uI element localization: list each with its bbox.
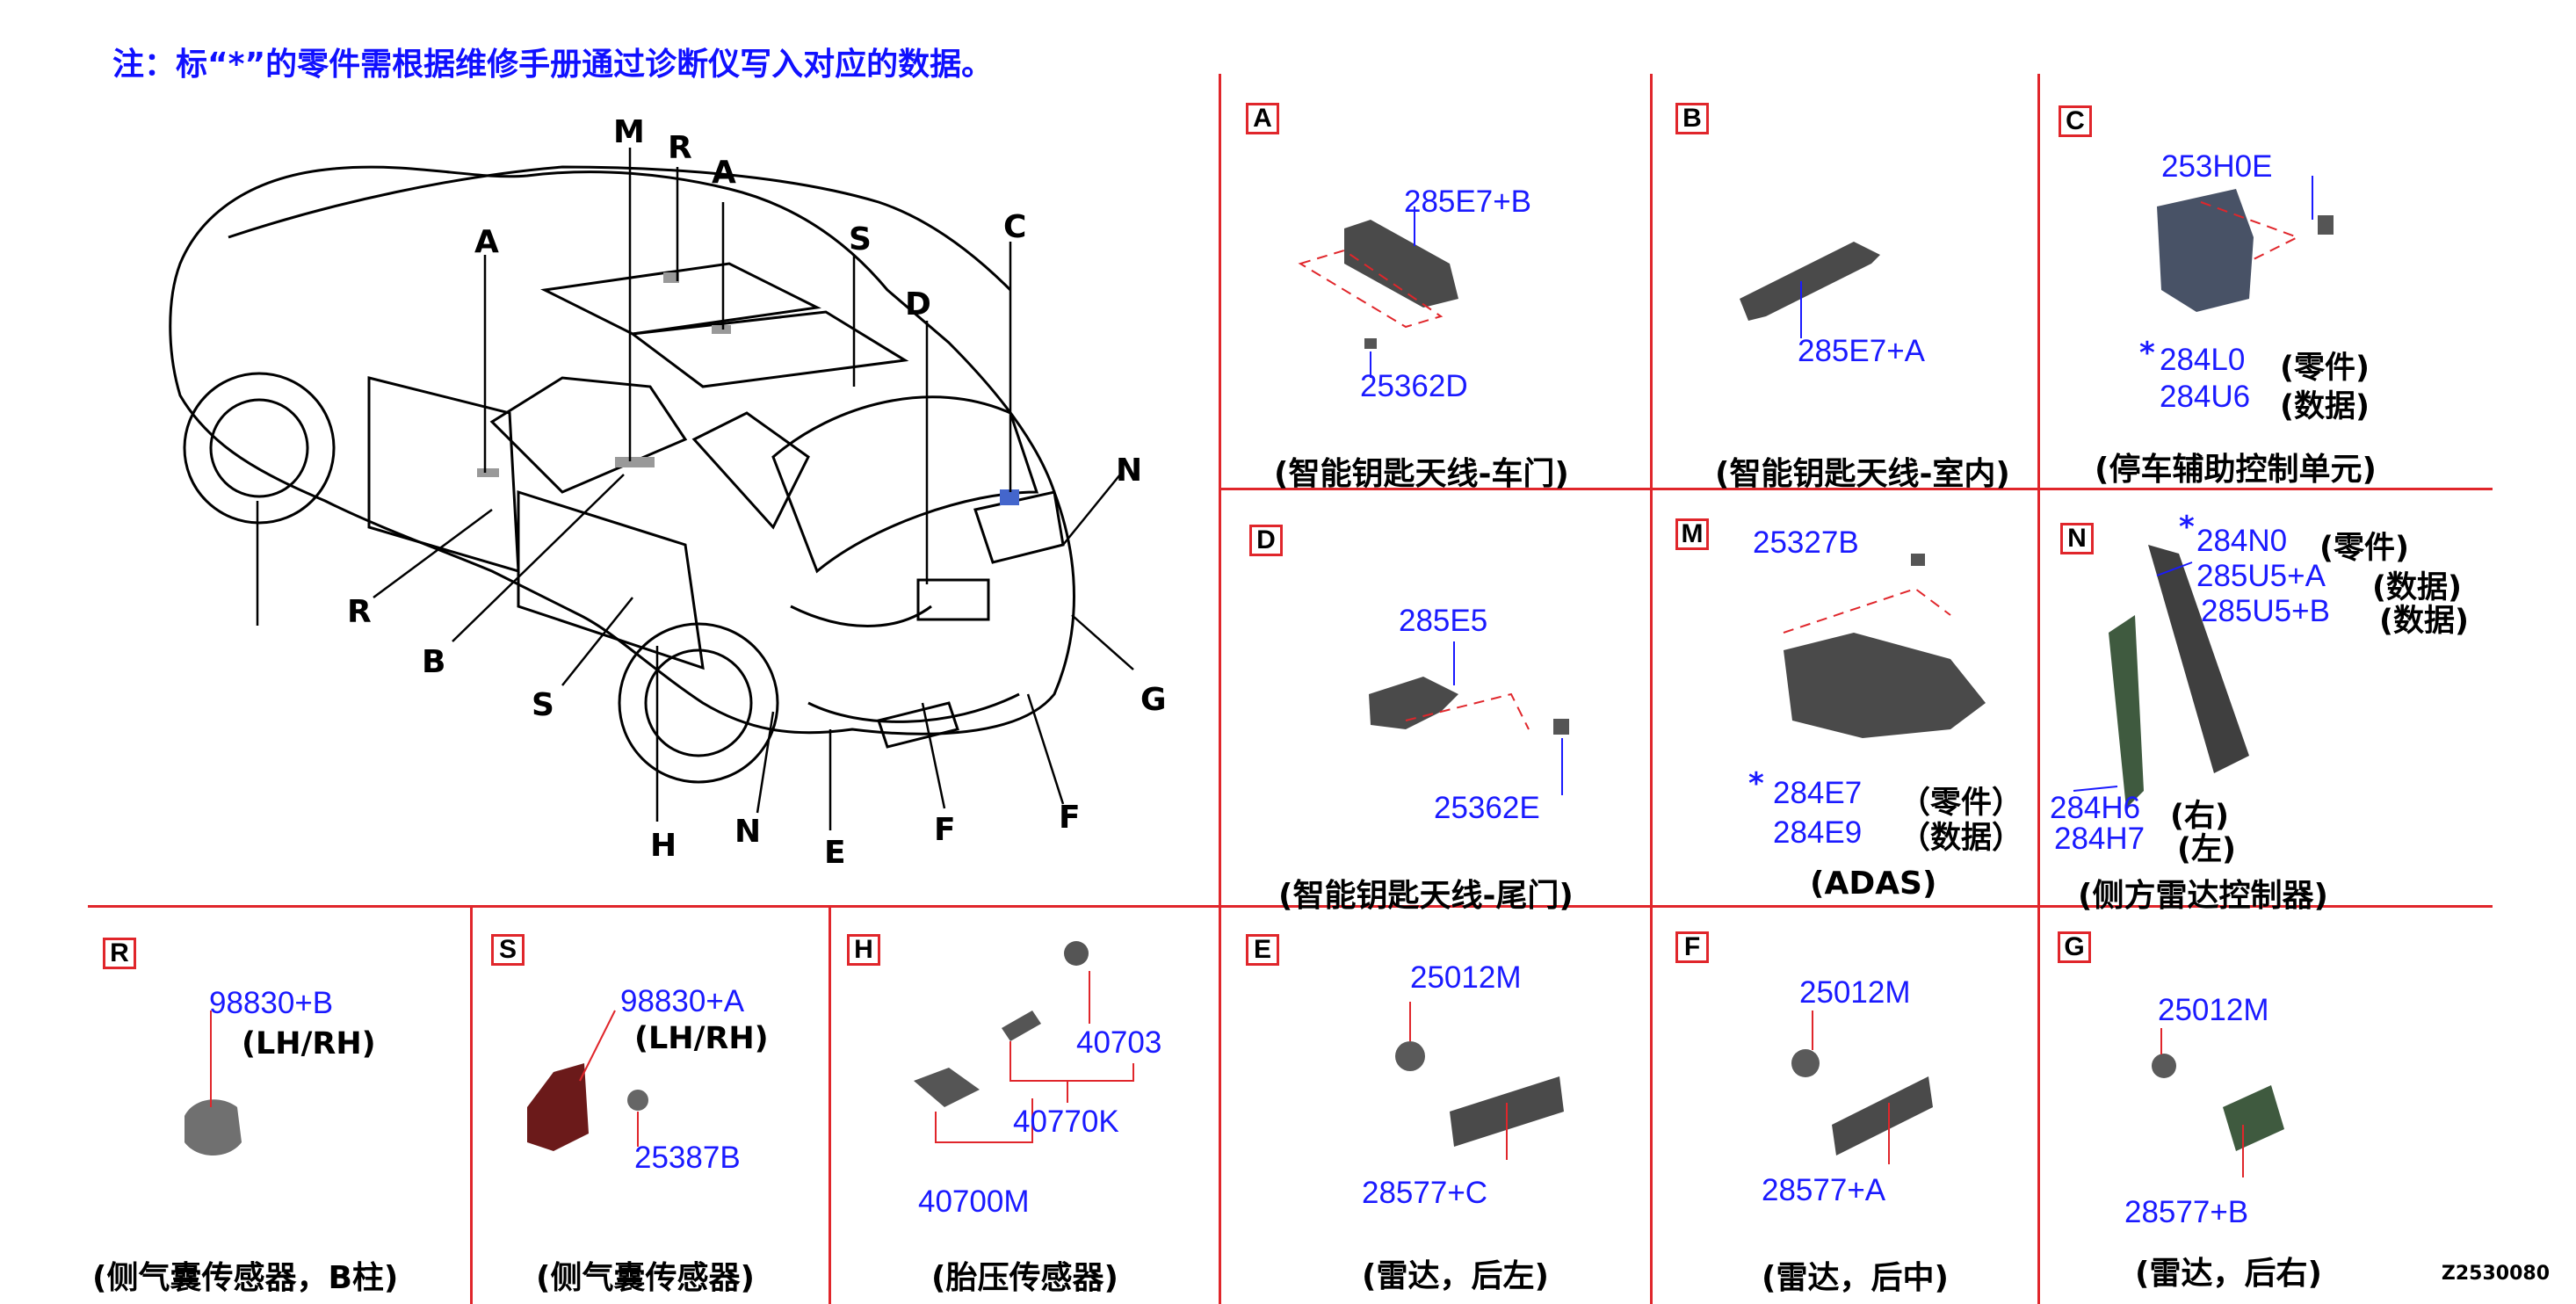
panel-h-caption: (胎压传感器) <box>931 1260 1118 1296</box>
grid-hline-1 <box>1219 488 2493 490</box>
panel-r-caption: (侧气囊传感器，B柱) <box>92 1260 399 1296</box>
car-label-h: H <box>650 828 677 864</box>
panel-d-tag: D <box>1249 525 1283 556</box>
panel-s-caption: (侧气囊传感器) <box>536 1260 755 1296</box>
panel-n-tag: N <box>2060 523 2094 554</box>
panel-r-side: (LH/RH) <box>242 1026 376 1061</box>
panel-n-label-5: (左) <box>2177 832 2236 867</box>
car-label-f: F <box>934 812 956 848</box>
car-label-r-top: R <box>668 130 692 166</box>
panel-f-part-2: 28577+A <box>1762 1173 1886 1207</box>
car-label-g: G <box>1140 682 1167 718</box>
panel-b-caption: (智能钥匙天线-室内) <box>1715 456 2010 492</box>
panel-s-tag: S <box>491 934 525 966</box>
grid-vline-3 <box>2037 74 2040 1304</box>
panel-d-caption: (智能钥匙天线-尾门) <box>1278 878 1574 914</box>
panel-e-part-2: 28577+C <box>1362 1176 1488 1210</box>
grid-hline-2 <box>88 905 2493 908</box>
grid-vline-1 <box>1219 74 1221 1304</box>
panel-r-tag: R <box>103 938 136 969</box>
panel-c-part-3: 284U6 <box>2160 380 2251 414</box>
panel-a-part-2: 25362D <box>1360 369 1468 403</box>
panel-d-part-1: 285E5 <box>1399 604 1488 638</box>
grid-vline-bottom-1 <box>470 905 473 1304</box>
panel-f-tag: F <box>1675 931 1709 963</box>
grid-vline-bottom-2 <box>829 905 831 1304</box>
panel-c-label-1: (零件) <box>2280 351 2370 386</box>
service-note: 注：标“*”的零件需根据维修手册通过诊断仪写入对应的数据。 <box>112 47 994 83</box>
panel-f-caption: (雷达，后中) <box>1762 1260 1949 1296</box>
car-label-d: D <box>905 286 931 322</box>
panel-m-part-2: 284E7 <box>1773 776 1863 810</box>
grid-vline-bottom-3 <box>1650 905 1653 1304</box>
panel-c-part-1: 253H0E <box>2161 149 2273 184</box>
car-label-m: M <box>613 114 645 150</box>
car-label-e: E <box>824 835 846 871</box>
panel-a-tag: A <box>1246 103 1279 134</box>
panel-r-part-1: 98830+B <box>209 986 334 1020</box>
panel-m-label-2: （数据） <box>1899 821 2023 856</box>
panel-n-label-4: (右) <box>2170 799 2229 834</box>
panel-h-part-1: 40703 <box>1076 1025 1162 1060</box>
panel-h-part-3: 40700M <box>918 1184 1030 1219</box>
panel-m-part-3: 284E9 <box>1773 815 1863 850</box>
car-label-s: S <box>532 687 554 723</box>
panel-e-part-1: 25012M <box>1410 960 1522 995</box>
car-label-a: A <box>474 224 499 260</box>
panel-c-label-2: (数据) <box>2280 389 2370 424</box>
panel-n-part-4: 284H6 <box>2050 791 2141 825</box>
panel-c-part-2: 284L0 <box>2160 343 2246 377</box>
panel-s-side: (LH/RH) <box>634 1021 769 1056</box>
panel-n-label-3: (数据) <box>2379 604 2469 639</box>
car-label-n: N <box>734 814 762 850</box>
car-label-f-right: F <box>1059 800 1081 836</box>
panel-h-tag: H <box>847 934 880 966</box>
car-label-n-right: N <box>1116 453 1143 489</box>
panel-m-label-1: （零件） <box>1899 786 2023 821</box>
panel-n-label-2: (数据) <box>2372 570 2462 605</box>
car-label-a-top: A <box>712 155 736 191</box>
panel-a-part-1: 285E7+B <box>1404 185 1531 219</box>
panel-c-star: * <box>2139 336 2155 371</box>
panel-e-tag: E <box>1246 934 1279 966</box>
panel-c-tag: C <box>2059 105 2092 137</box>
panel-n-part-3: 285U5+B <box>2201 594 2330 628</box>
panel-m-star: * <box>1748 766 1764 801</box>
car-label-c: C <box>1003 209 1027 245</box>
panel-b-tag: B <box>1675 103 1709 134</box>
panel-n-star: * <box>2179 510 2195 545</box>
panel-g-caption: (雷达，后右) <box>2135 1256 2322 1292</box>
panel-a-caption: (智能钥匙天线-车门) <box>1274 456 1569 492</box>
panel-b-part-1: 285E7+A <box>1798 334 1925 368</box>
car-label-b: B <box>422 644 446 680</box>
panel-e-caption: (雷达，后左) <box>1362 1258 1549 1294</box>
panel-n-caption: (侧方雷达控制器) <box>2078 878 2328 914</box>
diagram-code: Z2530080 <box>2441 1263 2550 1285</box>
panel-n-part-2: 285U5+A <box>2196 559 2326 593</box>
panel-c-caption: (停车辅助控制单元) <box>2095 452 2377 488</box>
car-label-r: R <box>347 594 372 630</box>
panel-d-part-2: 25362E <box>1434 791 1540 825</box>
panel-g-part-2: 28577+B <box>2124 1195 2249 1229</box>
car-label-s-top: S <box>849 221 872 257</box>
panel-n-part-5: 284H7 <box>2054 822 2145 856</box>
panel-s-part-1: 98830+A <box>620 984 745 1018</box>
panel-s-part-2: 25387B <box>634 1141 741 1175</box>
panel-n-part-1: 284N0 <box>2196 524 2288 558</box>
panel-g-tag: G <box>2058 931 2091 963</box>
panel-m-part-1: 25327B <box>1753 525 1859 560</box>
panel-f-part-1: 25012M <box>1799 975 1911 1010</box>
panel-m-caption: (ADAS) <box>1810 866 1937 902</box>
panel-m-tag: M <box>1675 518 1709 550</box>
panel-n-label-1: (零件) <box>2319 531 2409 566</box>
panel-h-part-2: 40770K <box>1013 1105 1119 1139</box>
panel-g-part-1: 25012M <box>2158 993 2269 1027</box>
